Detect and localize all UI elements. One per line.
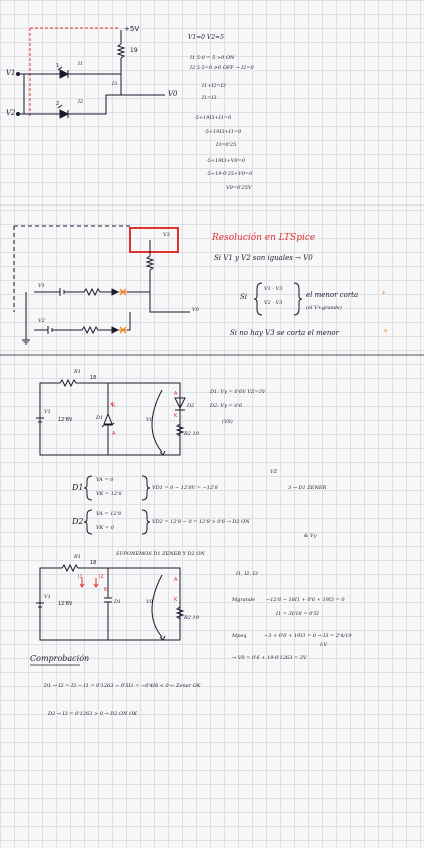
note-line: -5+19·0'25+V0=0 bbox=[206, 171, 253, 177]
note-line: I1+I2=I3 bbox=[202, 83, 226, 89]
d2-brace-line: VA = 12'8 bbox=[96, 511, 122, 517]
label-v1-value: 12'8V bbox=[58, 417, 73, 423]
note-line: V1=0 V2=5 bbox=[188, 34, 224, 41]
label-i2: I2 bbox=[78, 99, 84, 105]
label-a: A bbox=[174, 577, 178, 583]
brace-top: V1 - V3 bbox=[264, 286, 283, 292]
mesh1-eq: −12'8 − 18I1 + 0'6 + 19I3 = 0 bbox=[266, 597, 345, 603]
section-2-title: Resolución en LTSpice bbox=[212, 233, 316, 243]
note-line: -5+19I3+I1=0 bbox=[194, 115, 232, 121]
label-vo: V0 bbox=[146, 417, 153, 423]
label-r19: 19 bbox=[130, 47, 138, 54]
mesh2-note: I:V bbox=[320, 642, 328, 648]
label-v1: V1 bbox=[6, 69, 16, 77]
label-v1: V1 bbox=[38, 283, 45, 289]
star-mark: * bbox=[382, 290, 386, 298]
label-d1: 1 bbox=[56, 63, 60, 69]
label-r1: R1 bbox=[74, 554, 81, 560]
brace-bottom: V2 - V3 bbox=[264, 300, 283, 306]
label-a: A bbox=[174, 391, 178, 397]
mesh1-label: Mgrande bbox=[232, 597, 256, 603]
comprobacion-heading: Comprobación bbox=[30, 654, 90, 663]
d2-expr: VD2 = 12'8 − 0 = 12'8 > 0'6 → D2 ON bbox=[152, 519, 250, 525]
label-i1: I1 bbox=[78, 574, 83, 580]
note-line: I3=0'25 bbox=[216, 142, 237, 148]
brace-note: (el V+grande) bbox=[306, 305, 342, 311]
label-k: K bbox=[174, 597, 178, 603]
brace-text: el menor corta bbox=[306, 291, 359, 299]
currents: I1, I2, I3 bbox=[236, 571, 258, 577]
label-vo: V0 bbox=[146, 599, 153, 605]
note-line: I1=I3 bbox=[202, 95, 217, 101]
note-line: -5+19I3+I1=0 bbox=[204, 129, 242, 135]
label-vo: V0 bbox=[168, 90, 178, 98]
si-label: Si bbox=[240, 293, 248, 301]
section-4-title: SUPONEMOS D1 ZENER Y D2 ON bbox=[116, 551, 205, 557]
note-line: I1 5-0 = 5 >0 ON bbox=[190, 55, 235, 61]
note-line: I2 5-5=0 ≯0 OFF → I2=0 bbox=[190, 65, 254, 71]
d1-brace-line: VA = 0 bbox=[96, 477, 114, 483]
label-k: K bbox=[104, 587, 108, 593]
label-r2: R2 19 bbox=[184, 431, 199, 437]
d1-spec: D1: Vγ = 0'6V VZ=3V bbox=[210, 389, 266, 395]
mesh2-label: Mpeq bbox=[232, 633, 247, 639]
circuit-1 bbox=[16, 27, 165, 119]
label-i1: I1 bbox=[78, 61, 84, 67]
d1-prefix: D1 bbox=[72, 483, 84, 492]
label-v1: V1 bbox=[44, 594, 51, 600]
circuit-2 bbox=[13, 225, 303, 345]
vo-eq: → V0 = 0'6 + 19·0'1263 = 3V bbox=[232, 655, 307, 661]
label-d2: 2 bbox=[56, 101, 60, 107]
d2-vy: & Vγ bbox=[304, 533, 317, 539]
star-mark: * bbox=[384, 328, 388, 336]
section-2-last-line: Si no hay V3 se corta el menor bbox=[230, 329, 339, 337]
label-d2: D2 bbox=[187, 403, 195, 409]
label-i2: I2 bbox=[99, 574, 104, 580]
label-v3: V3 bbox=[163, 232, 170, 238]
label-r1-value: 18 bbox=[90, 375, 97, 381]
mesh2-eq: −3 + 0'6 + 19I3 = 0 → I3 = 2'4/19 bbox=[264, 633, 352, 639]
label-k: K bbox=[174, 413, 178, 419]
label-i3: I3 bbox=[112, 81, 118, 87]
note-line: -5+19I3+V0=0 bbox=[206, 158, 245, 164]
d2-prefix: D2 bbox=[72, 517, 84, 526]
mesh1-solve: I1 = 3I/18 = 0'5I bbox=[276, 611, 319, 617]
d1-vz: VZ bbox=[270, 469, 278, 475]
label-plus5v: +5V bbox=[124, 25, 140, 33]
d2-spec: D2: Vγ = 0'6 bbox=[210, 403, 243, 409]
label-v2: V2 bbox=[38, 318, 45, 324]
label-v1-value: 12'8V bbox=[58, 601, 73, 607]
label-d1: D1 bbox=[114, 599, 122, 605]
label-d1: D1 bbox=[96, 415, 104, 421]
label-v2: V2 bbox=[6, 109, 16, 117]
label-k: K bbox=[112, 403, 116, 409]
section-2-line1: Si V1 y V2 son iguales → V0 bbox=[214, 254, 313, 262]
d1-brace-line: VK = 12'8 bbox=[96, 491, 122, 497]
label-r1-value: 18 bbox=[90, 560, 97, 566]
d2-brace-line: VK = 0 bbox=[96, 525, 114, 531]
check-line-1: D1 → I2 = I3 − I1 = 0'1263 − 0'5I1 = −0'… bbox=[44, 683, 201, 689]
label-r1: R1 bbox=[74, 369, 81, 375]
label-vo: V0 bbox=[192, 307, 199, 313]
note-line: V0=0'25V bbox=[226, 185, 252, 191]
label-r2: R2 19 bbox=[184, 615, 199, 621]
d1-result: 3 → D1 ZENER bbox=[288, 485, 327, 491]
label-a: A bbox=[112, 431, 116, 437]
d1-expr: VD1 = 0 − 12'8V = −12'8 bbox=[152, 485, 218, 491]
note-small: (V0) bbox=[222, 419, 233, 425]
check-line-2: D2 → I3 = 0'1263 > 0 → D2 ON OK bbox=[48, 711, 137, 717]
label-v1: V1 bbox=[44, 409, 51, 415]
